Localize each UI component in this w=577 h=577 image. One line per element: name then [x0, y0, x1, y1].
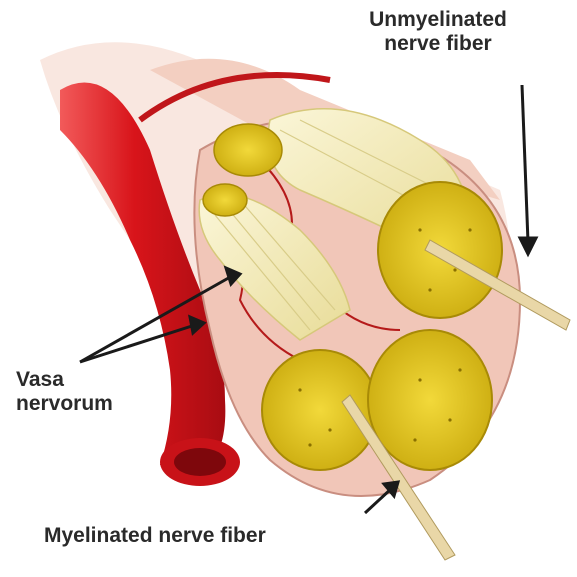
- label-unmyelinated-line1: Unmyelinated: [338, 8, 538, 32]
- label-vasa-nervorum: Vasa nervorum: [16, 368, 113, 416]
- label-vasa-line2: nervorum: [16, 392, 113, 416]
- label-myelinated-nerve-fiber: Myelinated nerve fiber: [44, 524, 266, 548]
- label-vasa-line1: Vasa: [16, 368, 113, 392]
- arrow-unmyelinated: [522, 85, 528, 242]
- fascicle-upper-left: [214, 124, 282, 176]
- fascicle-mid-left: [203, 184, 247, 216]
- label-unmyelinated-nerve-fiber: Unmyelinated nerve fiber: [338, 8, 538, 56]
- label-unmyelinated-line2: nerve fiber: [338, 32, 538, 56]
- arrowhead-unmyelinated: [520, 238, 536, 254]
- blood-vessel-lumen: [174, 448, 226, 476]
- fascicle-lower-left: [262, 350, 378, 470]
- fascicle-lower-right: [368, 330, 492, 470]
